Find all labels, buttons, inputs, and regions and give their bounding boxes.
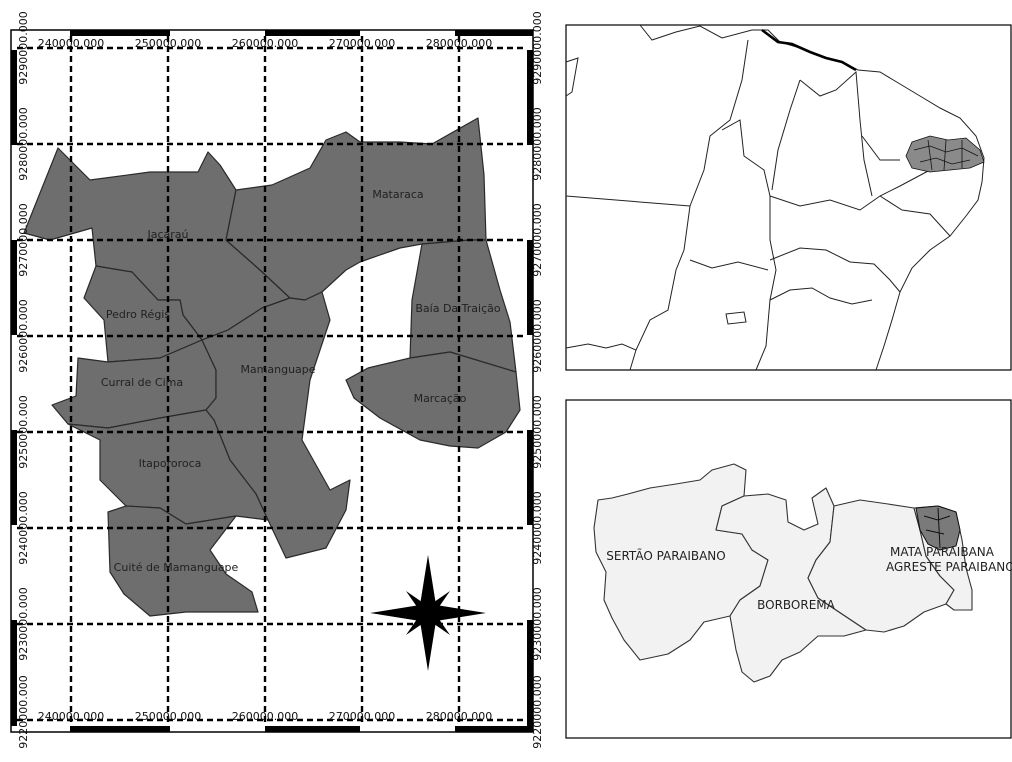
main-map-border-ticks	[11, 30, 533, 732]
graticule	[17, 36, 527, 726]
y-tick-labels-right: 9290000.000 9280000.000 9270000.000 9260…	[531, 11, 544, 748]
x-tick-bottom-0: 240000.000	[38, 710, 104, 723]
y-tick-labels-left: 9290000.000 9280000.000 9270000.000 9260…	[17, 11, 30, 748]
label-sertao: SERTÃO PARAIBANO	[606, 548, 725, 563]
state-region-labels: SERTÃO PARAIBANO BORBOREMA MATA PARAIBAN…	[606, 545, 1012, 612]
region-map-borders	[565, 24, 985, 371]
y-tick-right-3: 9260000.000	[531, 299, 544, 372]
y-tick-left-0: 9290000.000	[17, 11, 30, 84]
x-tick-top-1: 250000.000	[135, 37, 201, 50]
y-tick-right-5: 9240000.000	[531, 491, 544, 564]
municipality-labels: Jacaraú Mataraca Pedro Régis Baía Da Tra…	[101, 188, 501, 574]
label-mataraca: Mataraca	[372, 188, 423, 201]
y-tick-left-6: 9230000.000	[17, 587, 30, 660]
y-tick-left-5: 9240000.000	[17, 491, 30, 564]
label-mamanguape: Mamanguape	[240, 363, 315, 376]
label-jacarau: Jacaraú	[146, 228, 188, 241]
x-tick-bottom-1: 250000.000	[135, 710, 201, 723]
label-pedro-regis: Pedro Régis	[106, 308, 170, 321]
y-tick-right-7: 9220000.000	[531, 675, 544, 748]
x-tick-bottom-2: 260000.000	[232, 710, 298, 723]
main-map: Jacaraú Mataraca Pedro Régis Baía Da Tra…	[10, 11, 544, 749]
x-tick-top-0: 240000.000	[38, 37, 104, 50]
y-tick-left-3: 9260000.000	[17, 299, 30, 372]
label-itapororoca: Itapororoca	[139, 457, 202, 470]
study-area-cluster	[905, 135, 985, 173]
compass-rose-icon	[370, 555, 486, 671]
state-study-area	[915, 505, 961, 551]
y-tick-right-2: 9270000.000	[531, 203, 544, 276]
x-tick-bottom-3: 270000.000	[329, 710, 395, 723]
label-mata: MATA PARAIBANA	[890, 545, 995, 559]
y-tick-right-6: 9230000.000	[531, 587, 544, 660]
y-tick-right-1: 9280000.000	[531, 107, 544, 180]
label-marcacao: Marcação	[414, 392, 467, 405]
label-agreste: AGRESTE PARAIBANO	[886, 560, 1012, 574]
label-curral-de-cima: Curral de Cima	[101, 376, 183, 389]
y-tick-left-7: 9220000.000	[17, 675, 30, 748]
polygon-marcacao	[345, 351, 521, 449]
label-cuite-de-mamanguape: Cuité de Mamanguape	[114, 561, 239, 574]
y-tick-left-1: 9280000.000	[17, 107, 30, 180]
coastline-highlight	[761, 28, 857, 72]
x-tick-top-4: 280000.000	[426, 37, 492, 50]
region-map	[565, 24, 1012, 371]
region-borborema	[715, 487, 867, 683]
label-baia-da-traicao: Baía Da Traição	[415, 302, 500, 315]
label-borborema: BORBOREMA	[757, 598, 836, 612]
y-tick-left-4: 9250000.000	[17, 395, 30, 468]
y-tick-right-0: 9290000.000	[531, 11, 544, 84]
x-tick-labels-top: 240000.000 250000.000 260000.000 270000.…	[38, 37, 492, 50]
state-map: SERTÃO PARAIBANO BORBOREMA MATA PARAIBAN…	[565, 399, 1012, 739]
x-tick-top-2: 260000.000	[232, 37, 298, 50]
x-tick-labels-bottom: 240000.000 250000.000 260000.000 270000.…	[38, 710, 492, 723]
municipality-polygons	[23, 117, 521, 617]
x-tick-top-3: 270000.000	[329, 37, 395, 50]
polygon-cuite-de-mamanguape	[107, 505, 259, 617]
y-tick-right-4: 9250000.000	[531, 395, 544, 468]
y-tick-left-2: 9270000.000	[17, 203, 30, 276]
region-map-frame	[565, 24, 1012, 371]
x-tick-bottom-4: 280000.000	[426, 710, 492, 723]
